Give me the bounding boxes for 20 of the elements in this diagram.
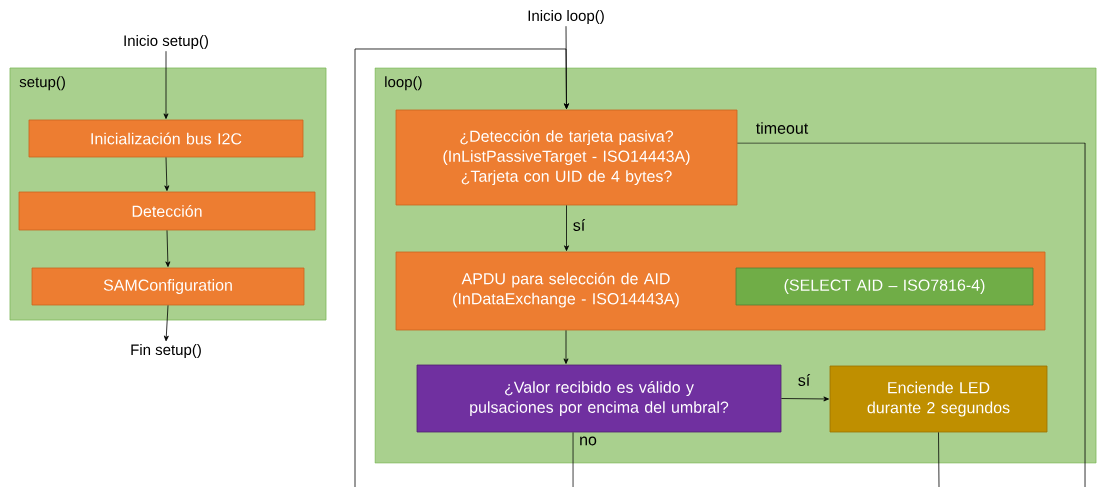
edge-label: timeout [754, 121, 810, 135]
arrow [564, 205, 569, 251]
process-box: Inicialización bus I2C [28, 119, 304, 158]
arrow [165, 230, 171, 267]
process-box: SAMConfiguration [31, 267, 305, 306]
edge-label: no [578, 435, 598, 447]
command-box: (SELECT AID – ISO7816-4) [735, 267, 1034, 306]
decision-box: ¿Valor recibido es válido y pulsaciones por encima del umbral? [416, 364, 782, 433]
process-box: ¿Detección de tarjeta pasiva? (InListPassiveTarget - ISO14443A) ¿Tarjeta con UID de 4 bytes? [395, 109, 738, 206]
arrow [354, 48, 569, 487]
arrow [563, 330, 569, 364]
process-box: Detección [18, 191, 316, 231]
terminal-label: Inicio loop() [528, 10, 604, 24]
terminal-label: Fin setup() [131, 344, 201, 358]
arrow [164, 157, 170, 191]
terminal-label: Inicio setup() [124, 35, 208, 49]
arrow [163, 50, 169, 119]
action-box: Enciende LED durante 2 segundos [829, 365, 1048, 433]
arrow [163, 305, 169, 342]
arrow [781, 396, 829, 402]
